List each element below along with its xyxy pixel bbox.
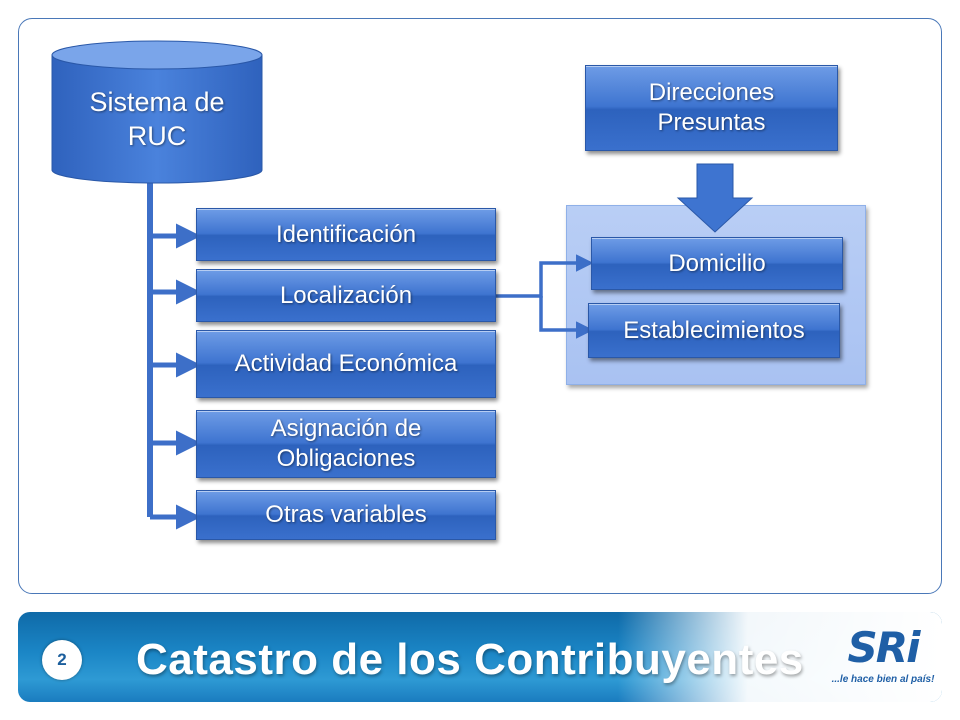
node-localizacion: Localización <box>196 269 496 322</box>
connector-to-domicilio <box>496 254 594 298</box>
logo-tagline: ...le hace bien al país! <box>831 674 935 685</box>
footer-banner <box>18 612 942 702</box>
node-otras-variables: Otras variables <box>196 490 496 540</box>
node-direcciones-presuntas: Direcciones Presuntas <box>585 65 838 151</box>
logo-text: SRi <box>847 623 921 672</box>
node-establecimientos: Establecimientos <box>588 303 840 358</box>
node-asignacion-obligaciones: Asignación de Obligaciones <box>196 410 496 478</box>
slide-title: Catastro de los Contribuyentes <box>136 635 804 684</box>
connector-to-establecimientos <box>539 296 594 339</box>
ruc-database-icon <box>51 40 263 184</box>
banner-highlight <box>618 612 942 702</box>
node-identificacion: Identificación <box>196 208 496 261</box>
sri-logo: SRi ...le hace bien al país! <box>828 624 938 694</box>
page-number-badge: 2 <box>42 640 82 680</box>
node-actividad-economica: Actividad Económica <box>196 330 496 398</box>
connector-lines <box>147 180 201 530</box>
node-domicilio: Domicilio <box>591 237 843 290</box>
localizacion-connectors <box>496 163 754 339</box>
root-node-sistema-ruc: Sistema de RUC <box>89 87 225 151</box>
down-arrow-icon <box>676 163 754 233</box>
